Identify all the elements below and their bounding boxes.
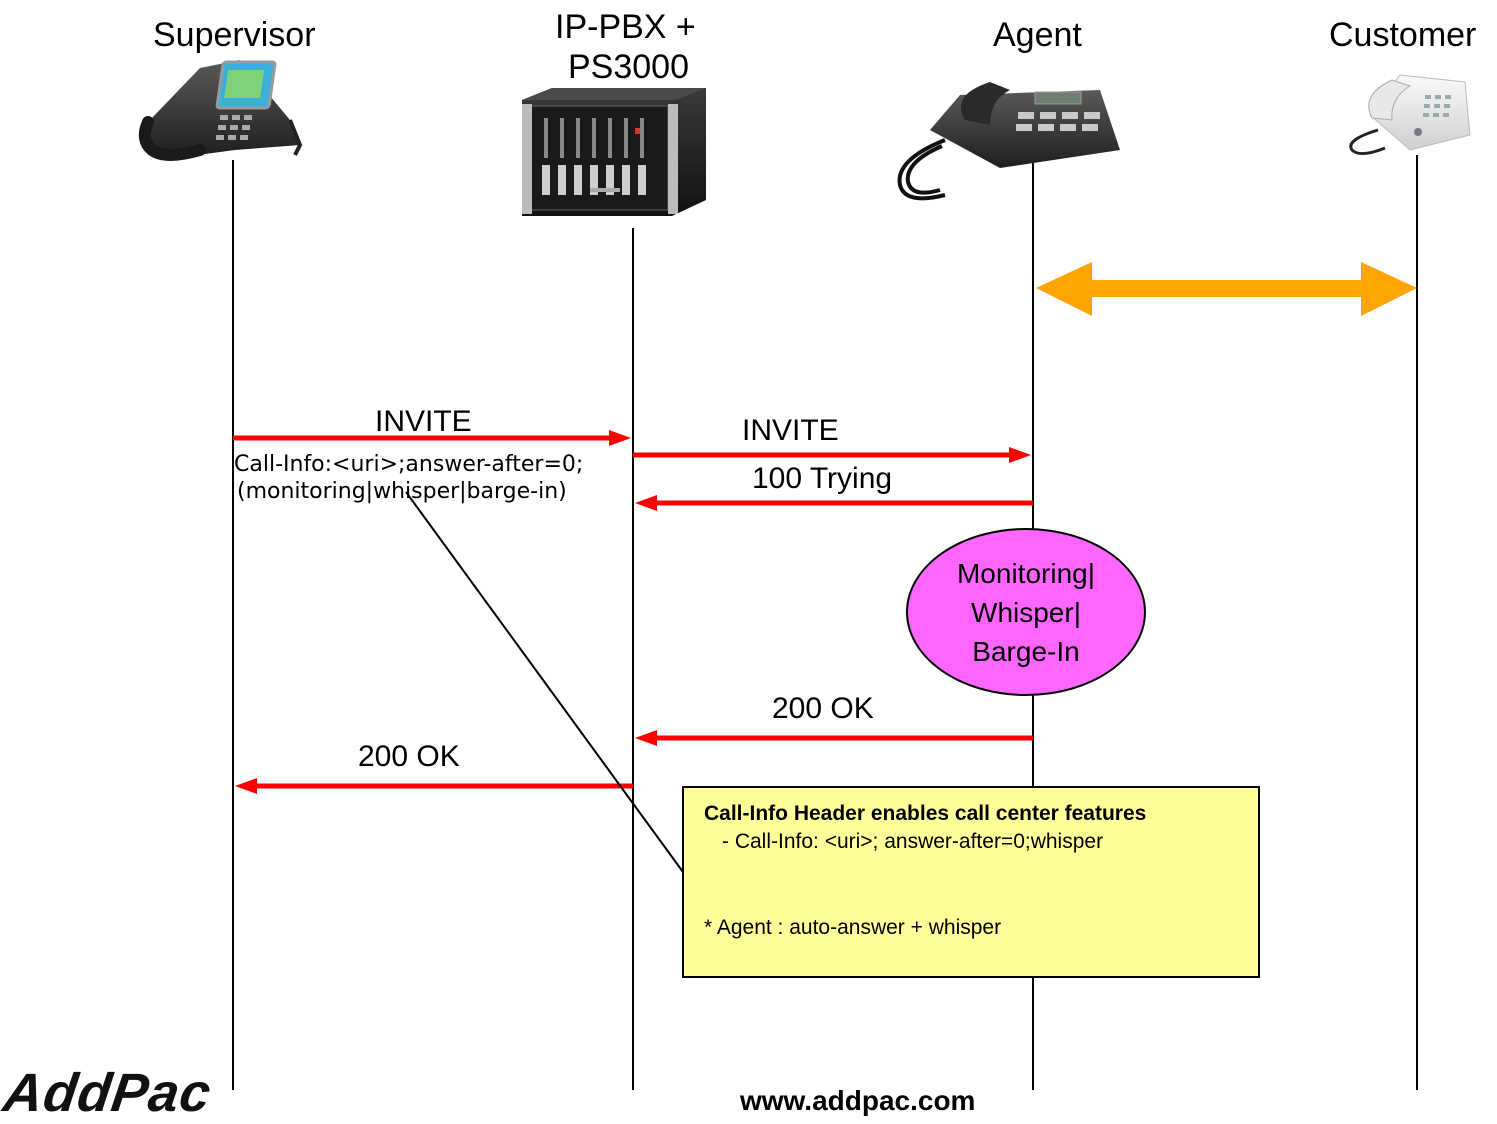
call-info-note: Call-Info Header enables call center fea… [682,786,1260,978]
feature-bubble: Monitoring| Whisper| Barge-In [906,528,1146,696]
callout-connector [405,491,684,873]
participant-agent: Agent [993,16,1082,54]
media-path-arrow [1036,262,1417,316]
participant-pbx-line2: PS3000 [568,48,689,86]
invite-arrow-pbx-to-agent [633,447,1031,463]
note-title: Call-Info Header enables call center fea… [704,802,1147,825]
bubble-line-2: Whisper| [971,596,1081,628]
bubble-line-3: Barge-In [972,635,1080,667]
bubble-line-1: Monitoring| [956,557,1095,589]
participant-pbx-line1: IP-PBX + [555,8,696,46]
ok-arrow-agent-to-pbx [635,730,1033,746]
ok-arrow-pbx-to-supervisor [235,778,633,794]
pbx-chassis-icon [522,88,706,216]
label-call-info-line2: (monitoring|whisper|barge-in) [237,479,567,504]
participant-supervisor: Supervisor [153,16,316,54]
label-invite-1: INVITE [375,405,472,438]
agent-phone-icon [897,82,1120,201]
label-invite-2: INVITE [742,414,839,447]
customer-phone-icon [1349,74,1471,155]
note-line-1: - Call-Info: <uri>; answer-after=0;whisp… [722,830,1104,853]
label-200-ok-supervisor: 200 OK [358,740,460,773]
label-200-ok-agent: 200 OK [772,692,874,725]
participant-customer: Customer [1329,16,1477,54]
addpac-logo: AddPac [0,1063,216,1123]
note-line-2: * Agent : auto-answer + whisper [704,916,1002,939]
label-call-info-line1: Call-Info:<uri>;answer-after=0; [234,452,584,477]
footer-url[interactable]: www.addpac.com [740,1085,976,1116]
label-100-trying: 100 Trying [752,462,893,495]
trying-arrow-agent-to-pbx [635,495,1033,511]
supervisor-phone-icon [138,60,303,161]
invite-arrow-supervisor-to-pbx [233,430,631,446]
